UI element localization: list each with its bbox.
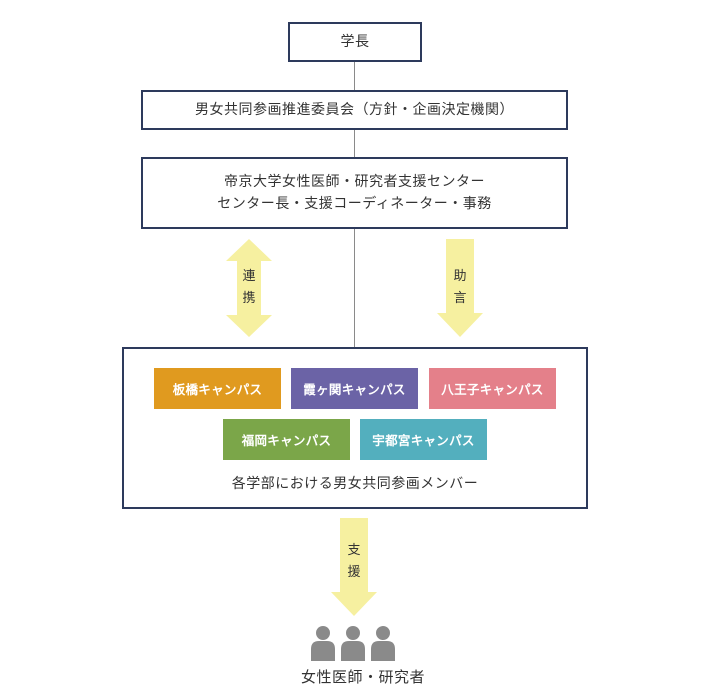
president-box: 学長 bbox=[288, 22, 422, 62]
person-icon bbox=[311, 626, 335, 661]
campus-utsunomiya-label: 宇都宮キャンパス bbox=[372, 433, 475, 448]
campus-kasumigaseki: 霞ヶ関キャンパス bbox=[291, 368, 418, 409]
support-char-1: 支 bbox=[347, 543, 361, 558]
campus-hachioji-label: 八王子キャンパス bbox=[441, 382, 544, 397]
campus-itabashi: 板橋キャンパス bbox=[154, 368, 281, 409]
campus-members-box: 板橋キャンパス 霞ヶ関キャンパス 八王子キャンパス 福岡キャンパス 宇都宮キャン… bbox=[122, 347, 588, 509]
campus-utsunomiya: 宇都宮キャンパス bbox=[360, 419, 487, 460]
support-center-line1: 帝京大学女性医師・研究者支援センター bbox=[224, 174, 485, 190]
campus-fukuoka-label: 福岡キャンパス bbox=[241, 433, 332, 448]
connector-committee-center bbox=[354, 130, 355, 157]
committee-box: 男女共同参画推進委員会（方針・企画決定機関） bbox=[141, 90, 568, 130]
advice-char-2: 言 bbox=[453, 291, 467, 306]
campus-kasumigaseki-label: 霞ヶ関キャンパス bbox=[303, 382, 406, 397]
campus-hachioji: 八王子キャンパス bbox=[429, 368, 556, 409]
campus-fukuoka: 福岡キャンパス bbox=[223, 419, 350, 460]
support-arrow-shape bbox=[331, 518, 377, 616]
female-doctors-researchers-label: 女性医師・研究者 bbox=[300, 668, 425, 686]
connector-center-campuses bbox=[354, 229, 355, 347]
cooperation-arrow-shape bbox=[226, 239, 272, 337]
cooperation-double-arrow bbox=[226, 239, 272, 337]
president-label: 学長 bbox=[340, 34, 370, 50]
cooperation-label: 連 携 bbox=[239, 266, 259, 310]
connector-president-committee bbox=[354, 62, 355, 90]
person-icon bbox=[341, 626, 365, 661]
support-down-arrow bbox=[331, 518, 377, 616]
advice-down-arrow bbox=[437, 239, 483, 337]
advice-char-1: 助 bbox=[453, 269, 467, 284]
cooperation-char-2: 携 bbox=[242, 291, 256, 306]
support-label: 支 援 bbox=[344, 540, 364, 584]
support-char-2: 援 bbox=[347, 565, 361, 580]
person-icon bbox=[371, 626, 395, 661]
committee-label: 男女共同参画推進委員会（方針・企画決定機関） bbox=[195, 102, 514, 118]
members-label: 各学部における男女共同参画メンバー bbox=[231, 476, 479, 492]
support-center-box: 帝京大学女性医師・研究者支援センター センター長・支援コーディネーター・事務 bbox=[141, 157, 568, 229]
support-center-line2: センター長・支援コーディネーター・事務 bbox=[217, 196, 492, 212]
cooperation-char-1: 連 bbox=[242, 269, 256, 284]
advice-label: 助 言 bbox=[450, 266, 470, 310]
campus-itabashi-label: 板橋キャンパス bbox=[172, 382, 263, 397]
advice-arrow-shape bbox=[437, 239, 483, 337]
